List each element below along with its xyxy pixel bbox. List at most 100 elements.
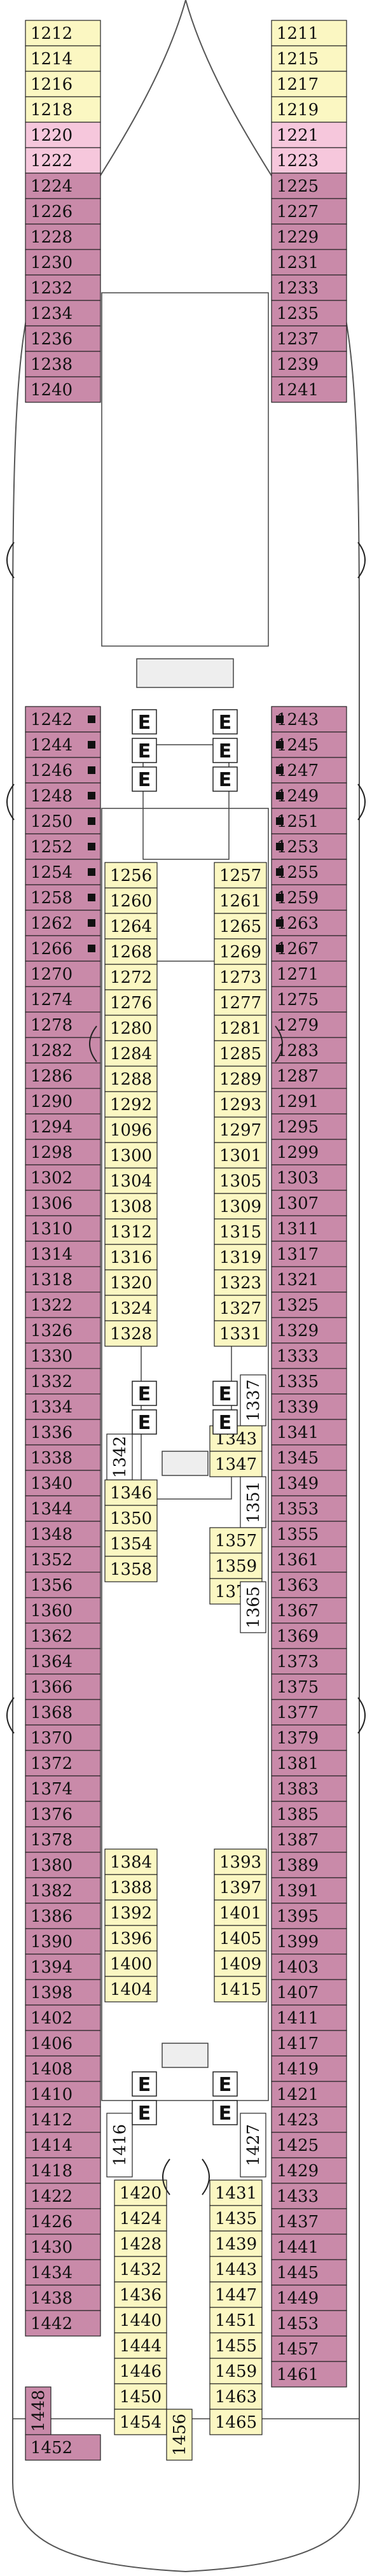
cabin-1405[interactable]: 1405 bbox=[214, 1925, 267, 1952]
cabin-1234[interactable]: 1234 bbox=[25, 300, 101, 327]
cabin-1292[interactable]: 1292 bbox=[104, 1091, 158, 1118]
cabin-1274[interactable]: 1274 bbox=[25, 986, 101, 1013]
cabin-1369[interactable]: 1369 bbox=[271, 1622, 347, 1649]
cabin-1280[interactable]: 1280 bbox=[104, 1015, 158, 1041]
cabin-1439[interactable]: 1439 bbox=[209, 2230, 263, 2257]
cabin-1295[interactable]: 1295 bbox=[271, 1113, 347, 1140]
cabin-1455[interactable]: 1455 bbox=[209, 2332, 263, 2359]
cabin-1310[interactable]: 1310 bbox=[25, 1215, 101, 1242]
cabin-1332[interactable]: 1332 bbox=[25, 1368, 101, 1395]
cabin-1383[interactable]: 1383 bbox=[271, 1775, 347, 1802]
cabin-1348[interactable]: 1348 bbox=[25, 1521, 101, 1547]
cabin-1447[interactable]: 1447 bbox=[209, 2281, 263, 2308]
cabin-1285[interactable]: 1285 bbox=[214, 1040, 267, 1067]
cabin-1252[interactable]: 1252 bbox=[25, 833, 101, 860]
cabin-1290[interactable]: 1290 bbox=[25, 1088, 101, 1115]
cabin-1309[interactable]: 1309 bbox=[214, 1193, 267, 1220]
cabin-1423[interactable]: 1423 bbox=[271, 2106, 347, 2133]
cabin-1268[interactable]: 1268 bbox=[104, 938, 158, 965]
cabin-1300[interactable]: 1300 bbox=[104, 1142, 158, 1169]
cabin-1425[interactable]: 1425 bbox=[271, 2132, 347, 2158]
cabin-1275[interactable]: 1275 bbox=[271, 986, 347, 1013]
cabin-1297[interactable]: 1297 bbox=[214, 1116, 267, 1143]
cabin-1345[interactable]: 1345 bbox=[271, 1444, 347, 1471]
cabin-1231[interactable]: 1231 bbox=[271, 249, 347, 276]
cabin-1318[interactable]: 1318 bbox=[25, 1266, 101, 1293]
cabin-1457[interactable]: 1457 bbox=[271, 2335, 347, 2362]
cabin-1465[interactable]: 1465 bbox=[209, 2409, 263, 2435]
cabin-1245[interactable]: 1245 bbox=[271, 731, 347, 758]
cabin-1303[interactable]: 1303 bbox=[271, 1164, 347, 1191]
cabin-1215[interactable]: 1215 bbox=[271, 45, 347, 72]
cabin-1338[interactable]: 1338 bbox=[25, 1444, 101, 1471]
cabin-1247[interactable]: 1247 bbox=[271, 757, 347, 784]
cabin-1337[interactable]: 1337 bbox=[240, 1374, 266, 1426]
cabin-1217[interactable]: 1217 bbox=[271, 71, 347, 97]
cabin-1404[interactable]: 1404 bbox=[104, 1976, 158, 2002]
cabin-1307[interactable]: 1307 bbox=[271, 1190, 347, 1216]
cabin-1437[interactable]: 1437 bbox=[271, 2208, 347, 2235]
cabin-1333[interactable]: 1333 bbox=[271, 1342, 347, 1369]
cabin-1387[interactable]: 1387 bbox=[271, 1826, 347, 1853]
cabin-1240[interactable]: 1240 bbox=[25, 376, 101, 403]
cabin-1314[interactable]: 1314 bbox=[25, 1241, 101, 1267]
cabin-1265[interactable]: 1265 bbox=[214, 913, 267, 940]
cabin-1322[interactable]: 1322 bbox=[25, 1292, 101, 1318]
cabin-1255[interactable]: 1255 bbox=[271, 859, 347, 885]
cabin-1406[interactable]: 1406 bbox=[25, 2030, 101, 2057]
cabin-1263[interactable]: 1263 bbox=[271, 910, 347, 936]
cabin-1294[interactable]: 1294 bbox=[25, 1113, 101, 1140]
cabin-1232[interactable]: 1232 bbox=[25, 274, 101, 301]
cabin-1340[interactable]: 1340 bbox=[25, 1470, 101, 1496]
cabin-1415[interactable]: 1415 bbox=[214, 1976, 267, 2002]
cabin-1370[interactable]: 1370 bbox=[25, 1724, 101, 1751]
cabin-1276[interactable]: 1276 bbox=[104, 989, 158, 1016]
cabin-1398[interactable]: 1398 bbox=[25, 1979, 101, 2006]
cabin-1251[interactable]: 1251 bbox=[271, 808, 347, 834]
cabin-1227[interactable]: 1227 bbox=[271, 198, 347, 225]
cabin-1278[interactable]: 1278 bbox=[25, 1011, 101, 1038]
cabin-1352[interactable]: 1352 bbox=[25, 1546, 101, 1573]
cabin-1267[interactable]: 1267 bbox=[271, 935, 347, 962]
cabin-1211[interactable]: 1211 bbox=[271, 20, 347, 46]
cabin-1225[interactable]: 1225 bbox=[271, 172, 347, 199]
cabin-1256[interactable]: 1256 bbox=[104, 862, 158, 889]
cabin-1326[interactable]: 1326 bbox=[25, 1317, 101, 1344]
cabin-1346[interactable]: 1346 bbox=[104, 1479, 158, 1506]
cabin-1238[interactable]: 1238 bbox=[25, 351, 101, 377]
cabin-1293[interactable]: 1293 bbox=[214, 1091, 267, 1118]
cabin-1402[interactable]: 1402 bbox=[25, 2004, 101, 2031]
cabin-1428[interactable]: 1428 bbox=[114, 2230, 167, 2257]
cabin-1329[interactable]: 1329 bbox=[271, 1317, 347, 1344]
cabin-1360[interactable]: 1360 bbox=[25, 1597, 101, 1624]
cabin-1272[interactable]: 1272 bbox=[104, 964, 158, 990]
cabin-1331[interactable]: 1331 bbox=[214, 1320, 267, 1347]
cabin-1350[interactable]: 1350 bbox=[104, 1505, 158, 1531]
cabin-1259[interactable]: 1259 bbox=[271, 884, 347, 911]
cabin-1451[interactable]: 1451 bbox=[209, 2307, 263, 2333]
cabin-1312[interactable]: 1312 bbox=[104, 1218, 158, 1245]
cabin-1401[interactable]: 1401 bbox=[214, 1899, 267, 1926]
cabin-1283[interactable]: 1283 bbox=[271, 1037, 347, 1064]
cabin-1456[interactable]: 1456 bbox=[166, 2409, 193, 2461]
cabin-1358[interactable]: 1358 bbox=[104, 1556, 158, 1582]
cabin-1320[interactable]: 1320 bbox=[104, 1269, 158, 1296]
cabin-1449[interactable]: 1449 bbox=[271, 2284, 347, 2311]
cabin-1334[interactable]: 1334 bbox=[25, 1393, 101, 1420]
cabin-1253[interactable]: 1253 bbox=[271, 833, 347, 860]
cabin-1356[interactable]: 1356 bbox=[25, 1572, 101, 1598]
cabin-1391[interactable]: 1391 bbox=[271, 1877, 347, 1904]
cabin-1264[interactable]: 1264 bbox=[104, 913, 158, 940]
cabin-1244[interactable]: 1244 bbox=[25, 731, 101, 758]
cabin-1417[interactable]: 1417 bbox=[271, 2030, 347, 2057]
cabin-1319[interactable]: 1319 bbox=[214, 1244, 267, 1270]
cabin-1219[interactable]: 1219 bbox=[271, 96, 347, 123]
cabin-1271[interactable]: 1271 bbox=[271, 961, 347, 987]
cabin-1362[interactable]: 1362 bbox=[25, 1622, 101, 1649]
cabin-1380[interactable]: 1380 bbox=[25, 1852, 101, 1878]
cabin-1378[interactable]: 1378 bbox=[25, 1826, 101, 1853]
cabin-1270[interactable]: 1270 bbox=[25, 961, 101, 987]
cabin-1287[interactable]: 1287 bbox=[271, 1062, 347, 1089]
cabin-1216[interactable]: 1216 bbox=[25, 71, 101, 97]
cabin-1377[interactable]: 1377 bbox=[271, 1699, 347, 1726]
